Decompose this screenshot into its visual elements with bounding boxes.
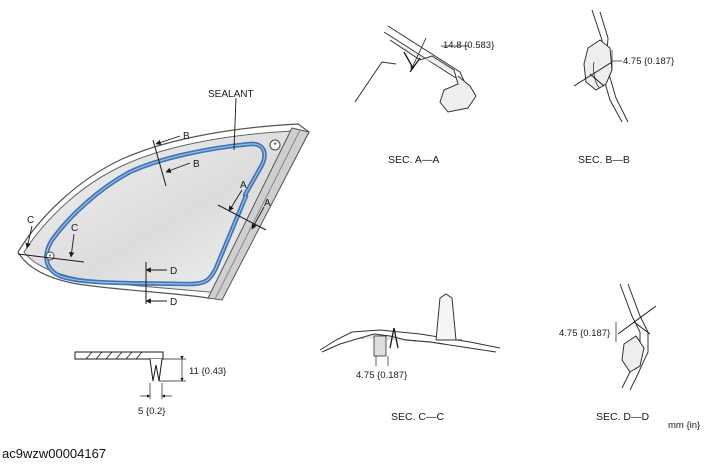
section-mark-a-lower: A <box>264 198 271 209</box>
section-bb-title: SEC. B—B <box>578 154 630 166</box>
units-label: mm {in} <box>668 420 700 431</box>
clip-icon: * <box>269 139 281 151</box>
section-mark-a-upper: A <box>240 180 247 191</box>
section-bb: 4.75 {0.187} SEC. B—B <box>573 9 674 166</box>
document-id: ac9wzw00004167 <box>2 446 107 461</box>
section-dd-title: SEC. D—D <box>596 411 650 423</box>
section-cc: 4.75 {0.187} SEC. C—C <box>319 293 501 423</box>
bead-profile <box>149 358 163 382</box>
bead-detail: 11 {0.43} 5 {0.2} <box>74 351 226 417</box>
section-mark-c-right: C <box>71 223 78 234</box>
section-cc-title: SEC. C—C <box>391 411 445 423</box>
bead-height-label: 11 {0.43} <box>189 366 226 377</box>
section-mark-b-lower: B <box>193 159 200 170</box>
bead-width-label: 5 {0.2} <box>138 406 165 417</box>
sealant-label: SEALANT <box>208 89 254 100</box>
section-dd-dim: 4.75 {0.187} <box>559 328 610 339</box>
section-line-a <box>217 204 267 231</box>
section-aa-title: SEC. A—A <box>388 154 439 166</box>
section-mark-d-lower: D <box>170 297 177 308</box>
section-mark-d-upper: D <box>170 266 177 277</box>
section-line-c <box>17 253 85 263</box>
svg-text:*: * <box>273 141 276 150</box>
section-cc-dim: 4.75 {0.187} <box>356 370 407 381</box>
quarter-glass-main-view: * * SEALANT B B A A C C D D <box>17 89 310 308</box>
pillar-strip <box>207 127 310 301</box>
section-bb-dim: 4.75 {0.187} <box>623 56 674 67</box>
section-dd: 4.75 {0.187} SEC. D—D <box>559 283 657 423</box>
section-aa: 14.8 {0.583} SEC. A—A <box>354 25 494 166</box>
section-line-b <box>152 139 167 187</box>
section-aa-dim: 14.8 {0.583} <box>443 40 494 51</box>
glass-outer-molding <box>17 123 310 299</box>
section-mark-b-upper: B <box>183 131 190 142</box>
section-mark-c-left: C <box>27 215 34 226</box>
sealant-leader-line <box>233 97 237 151</box>
